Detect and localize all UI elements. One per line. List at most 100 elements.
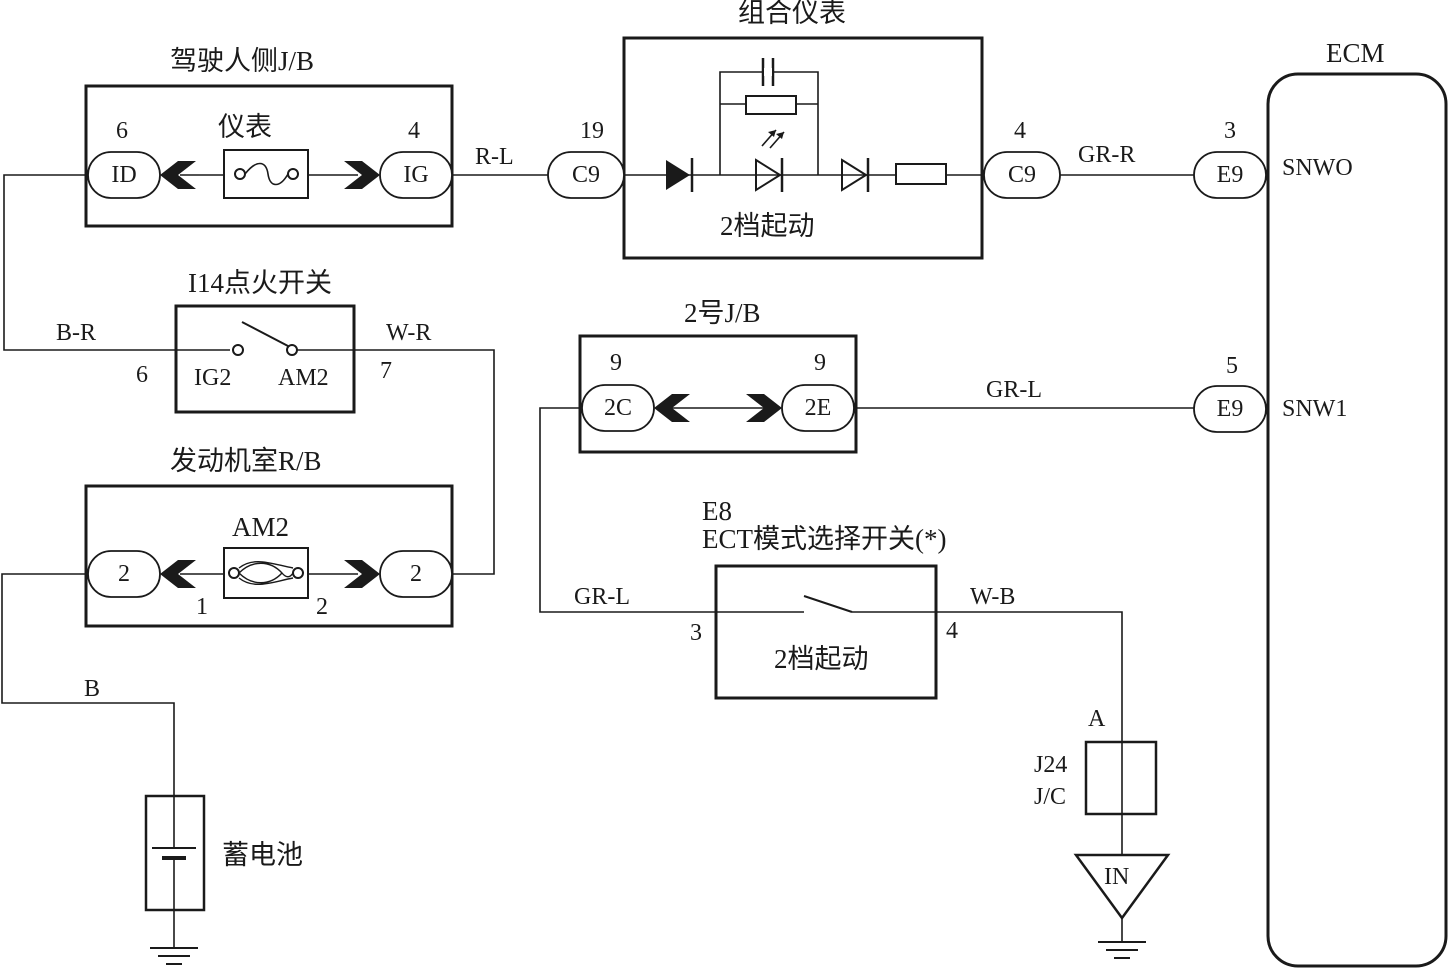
fuse-terminal-icon <box>228 567 240 579</box>
junction-connector: A J24 J/C <box>1034 706 1158 816</box>
connector-ig-label: IG <box>403 162 428 188</box>
battery: 蓄电池 <box>144 794 303 965</box>
ignition-right-terminal: AM2 <box>278 365 329 391</box>
jc-label-line1: J24 <box>1034 752 1067 778</box>
ect-switch: E8 ECT模式选择开关(*) 3 4 2档起动 <box>690 496 958 700</box>
wire-gr-l-switch <box>539 407 804 613</box>
ignition-left-pin: 6 <box>136 362 148 388</box>
driver-jb-fuse-label: 仪表 <box>218 112 272 142</box>
wire-b <box>1 573 175 796</box>
wire-label-r-l: R-L <box>475 144 514 170</box>
jc-pin: A <box>1088 706 1106 732</box>
connector-e9-bottom-label: E9 <box>1217 396 1244 422</box>
driver-jb-box <box>84 84 454 228</box>
ect-title-line2: ECT模式选择开关(*) <box>702 524 946 554</box>
engine-rb-title: 发动机室R/B <box>170 446 322 476</box>
meter-title: 组合仪表 <box>738 0 846 28</box>
driver-jb-left-pin: 6 <box>116 118 128 144</box>
connector-2-left-label: 2 <box>118 561 130 587</box>
left-arrow-icon <box>654 394 690 422</box>
left-arrow-icon <box>160 161 196 189</box>
ground-in-label: IN <box>1104 864 1129 890</box>
wire-label-b: B <box>84 676 100 702</box>
jb2-right-pin: 9 <box>814 350 826 376</box>
resistor-icon <box>745 95 797 115</box>
ecm-e9-top-pin: 3 <box>1224 118 1236 144</box>
ground-point-icon <box>1073 853 1171 921</box>
connector-id-label: ID <box>111 162 136 188</box>
engine-rb-left-pin: 1 <box>196 594 208 620</box>
right-arrow-icon <box>746 394 782 422</box>
ignition-title: I14点火开关 <box>188 268 332 298</box>
ect-right-pin: 4 <box>946 618 958 644</box>
fuse-terminal-icon <box>292 567 304 579</box>
meter-branch <box>719 71 819 175</box>
ignition-left-terminal: IG2 <box>194 365 231 391</box>
ecm-pin-snw1: SNW1 <box>1282 396 1347 422</box>
diode-icon <box>841 158 868 192</box>
capacitor-gap <box>764 68 772 76</box>
connector-e9-bottom <box>1193 385 1267 433</box>
wire-w-r <box>294 349 495 575</box>
jb2-title: 2号J/B <box>684 298 761 328</box>
ect-contact-icon <box>803 595 853 613</box>
jb2: 2号J/B 9 9 2C 2E <box>578 298 858 454</box>
meter-caption: 2档起动 <box>720 211 815 241</box>
ect-box <box>714 564 938 700</box>
connector-c9-out-label: C9 <box>1008 162 1036 188</box>
combination-meter: 组合仪表 19 4 C9 C9 2档起动 <box>547 0 1061 260</box>
meter-in-pin: 19 <box>580 118 604 144</box>
wire-w-b <box>852 611 1123 855</box>
ecm-pin-snwo: SNWO <box>1282 155 1353 181</box>
jb2-box <box>578 334 858 454</box>
engine-rb-box <box>84 484 454 628</box>
wire-b-r <box>3 174 230 351</box>
connector-2-right-label: 2 <box>410 561 422 587</box>
ect-caption: 2档起动 <box>774 644 869 674</box>
connector-e9-top <box>1193 151 1267 199</box>
wires <box>1 174 1194 948</box>
driver-jb-right-pin: 4 <box>408 118 420 144</box>
ecm: ECM 3 E9 SNWO 5 E9 SNW1 <box>1193 38 1448 968</box>
ignition-terminal-icon <box>286 344 298 356</box>
wire-label-gr-l-switch: GR-L <box>574 584 630 610</box>
diode-icon <box>666 160 690 190</box>
ground-in: IN <box>1073 853 1171 959</box>
connector-e9-top-label: E9 <box>1217 162 1244 188</box>
ignition-right-pin: 7 <box>380 358 392 384</box>
ecm-e9-bottom-pin: 5 <box>1226 353 1238 379</box>
wire-label-gr-r: GR-R <box>1078 142 1135 168</box>
jc-label-line2: J/C <box>1034 784 1066 810</box>
led-icon <box>755 158 782 192</box>
wire-label-b-r: B-R <box>56 320 96 346</box>
right-arrow-icon <box>344 560 380 588</box>
engine-rb: 发动机室R/B AM2 2 2 1 2 <box>84 446 454 628</box>
led-light-arrow-icon <box>768 130 784 139</box>
wire-label-w-b: W-B <box>970 584 1015 610</box>
wire-labels: R-L GR-R B-R W-R GR-L GR-L W-B B <box>56 142 1135 702</box>
fuse-terminal-icon <box>234 168 246 180</box>
battery-label: 蓄电池 <box>222 840 303 870</box>
jb2-left-pin: 9 <box>610 350 622 376</box>
left-arrow-icon <box>160 560 196 588</box>
fusible-link-icon <box>238 560 294 586</box>
meter-out-pin: 4 <box>1014 118 1026 144</box>
ignition-switch: I14点火开关 IG2 AM2 6 7 <box>136 268 392 414</box>
wire-label-gr-l-ecm: GR-L <box>986 377 1042 403</box>
connector-2c-label: 2C <box>604 395 632 421</box>
engine-rb-fuse-label: AM2 <box>232 512 289 542</box>
engine-rb-right-pin: 2 <box>316 594 328 620</box>
right-arrow-icon <box>344 161 380 189</box>
ignition-box <box>174 304 356 414</box>
ecm-title: ECM <box>1326 38 1385 68</box>
connector-c9-in-label: C9 <box>572 162 600 188</box>
ignition-contact-icon <box>241 321 289 347</box>
driver-jb: 驾驶人侧J/B 6 4 仪表 ID IG <box>84 46 454 228</box>
driver-jb-title: 驾驶人侧J/B <box>170 46 314 76</box>
resistor-icon <box>895 163 947 185</box>
wire-label-w-r: W-R <box>386 320 431 346</box>
connector-2e-label: 2E <box>805 395 832 421</box>
ect-left-pin: 3 <box>690 620 702 646</box>
battery-box <box>144 794 206 912</box>
